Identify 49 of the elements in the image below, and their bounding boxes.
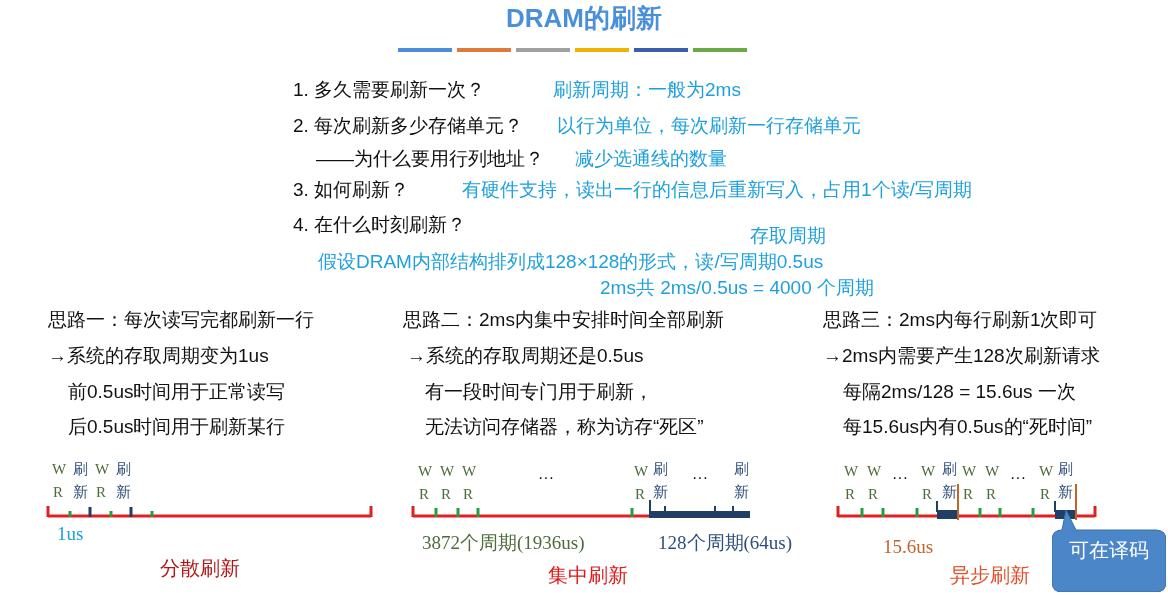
tick-label: W R	[418, 462, 430, 505]
callout-bubble: 可在译码	[1052, 510, 1166, 592]
question-text: 2. 每次刷新多少存储单元？	[293, 114, 524, 138]
duration-label: 3872个周期(1936us)	[422, 531, 585, 555]
answer-text: 刷新周期：一般为2ms	[553, 78, 741, 102]
duration-label: 15.6us	[883, 535, 934, 559]
heading-text: 思路一：每次读写完都刷新一行	[48, 308, 314, 332]
question-text: ——为什么要用行列地址？	[316, 147, 544, 171]
body-text: 每15.6us内有0.5us的“死时间”	[843, 415, 1093, 439]
tick-label: W R	[985, 462, 997, 505]
question-text: 4. 在什么时刻刷新？	[293, 213, 467, 237]
duration-label: 1us	[57, 522, 84, 546]
heading-text: 思路三：2ms内每行刷新1次即可	[823, 308, 1098, 332]
tick-label: W R	[52, 460, 64, 503]
answer-text: 假设DRAM内部结构排列成128×128的形式，读/写周期0.5us	[318, 250, 824, 274]
question-text: 3. 如何刷新？	[293, 178, 410, 202]
tick-label: W R	[962, 462, 974, 505]
body-text: →2ms内需要产生128次刷新请求	[823, 344, 1100, 368]
body-text: 后0.5us时间用于刷新某行	[68, 415, 286, 439]
tick-label: W R	[1039, 462, 1051, 505]
body-text: 有一段时间专门用于刷新，	[425, 380, 653, 404]
slide-title: DRAM的刷新	[505, 2, 663, 35]
tick-label: W R	[844, 462, 856, 505]
tick-label: W R	[921, 462, 933, 505]
answer-text: 减少选通线的数量	[575, 147, 727, 171]
body-text: 每隔2ms/128 = 15.6us 一次	[843, 380, 1076, 404]
tick-label: W R	[95, 460, 107, 503]
ellipsis-text: ···	[892, 468, 908, 488]
body-text: 前0.5us时间用于正常读写	[68, 380, 286, 404]
body-text: →系统的存取周期还是0.5us	[407, 344, 644, 368]
duration-label: 128个周期(64us)	[658, 531, 793, 555]
timeline-caption: 异步刷新	[950, 563, 1030, 588]
timeline-caption: 集中刷新	[548, 563, 628, 588]
tick-label: W R	[867, 462, 879, 505]
body-text: →系统的存取周期变为1us	[48, 344, 269, 368]
timeline-caption: 分散刷新	[160, 556, 240, 581]
answer-text: 以行为单位，每次刷新一行存储单元	[557, 114, 861, 138]
ellipsis-text: ···	[1010, 468, 1026, 488]
answer-text: 2ms共 2ms/0.5us = 4000 个周期	[600, 276, 875, 300]
ellipsis-text: ···	[692, 468, 708, 488]
tick-label: W R	[462, 462, 474, 505]
note-text: 存取周期	[750, 224, 826, 248]
answer-text: 有硬件支持，读出一行的信息后重新写入，占用1个读/写周期	[462, 178, 972, 202]
tick-label: W R	[440, 462, 452, 505]
body-text: 无法访问存储器，称为访存“死区”	[425, 415, 704, 439]
question-text: 1. 多久需要刷新一次？	[293, 78, 486, 102]
ellipsis-text: ···	[538, 468, 554, 488]
tick-label: W R	[634, 462, 646, 505]
heading-text: 思路二：2ms内集中安排时间全部刷新	[403, 308, 724, 332]
